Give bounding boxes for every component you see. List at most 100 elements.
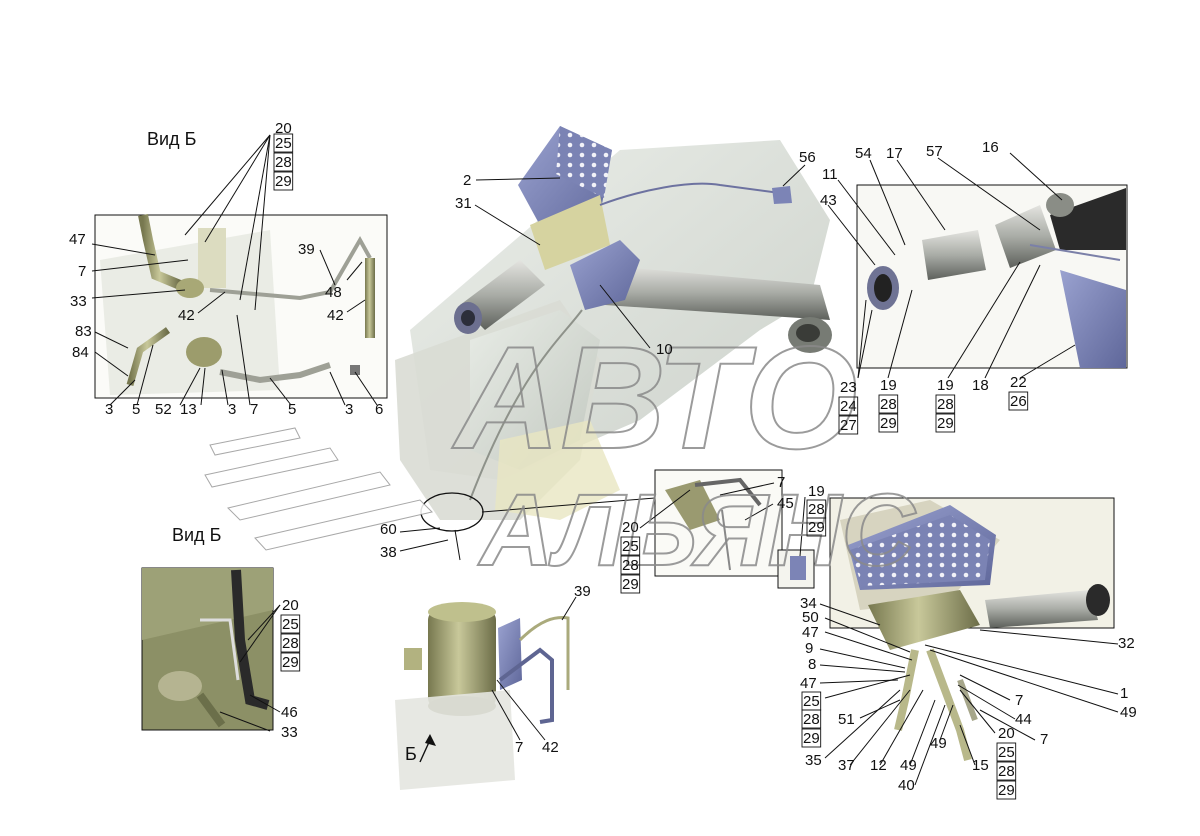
- callout-box-c2: [273, 133, 294, 153]
- view-marker-b: Б: [405, 744, 417, 764]
- callout-c83: 49: [1120, 704, 1137, 721]
- callout-c57: 45: [777, 495, 794, 512]
- callout-c41: 29: [937, 415, 954, 432]
- callout-c48: 29: [282, 654, 299, 671]
- adapter-sleeve: [995, 205, 1056, 268]
- callout-c21: 3: [345, 401, 353, 418]
- callout-c53: 39: [574, 583, 591, 600]
- detail-bracket: [654, 469, 815, 589]
- callout-box-c60: [620, 555, 641, 575]
- flex-pipe: [922, 230, 986, 280]
- callout-c77: 12: [870, 757, 887, 774]
- callout-c17: 13: [180, 401, 197, 418]
- view-label-bottom: Вид Б: [172, 525, 221, 545]
- callout-c76: 37: [838, 757, 855, 774]
- fuel-tank: [428, 610, 496, 708]
- fuel-tank-assembly: [395, 602, 570, 790]
- callout-c72: 28: [803, 711, 820, 728]
- callout-c56: 7: [777, 474, 785, 491]
- callout-c73: 29: [803, 730, 820, 747]
- callout-c49: 46: [281, 704, 298, 721]
- callout-c80: 49: [930, 735, 947, 752]
- callout-c64: 29: [808, 519, 825, 536]
- callout-c79: 40: [898, 777, 915, 794]
- filter-bottom: [158, 671, 202, 701]
- callout-box-c90: [996, 780, 1017, 800]
- callout-c20: 5: [288, 401, 296, 418]
- callout-c47: 28: [282, 635, 299, 652]
- callout-box-c47: [280, 633, 301, 653]
- callout-c39: 19: [937, 377, 954, 394]
- callout-c14: 3: [105, 401, 113, 418]
- callout-c63: 28: [808, 501, 825, 518]
- callout-c22: 6: [375, 401, 383, 418]
- callout-c75: 35: [805, 752, 822, 769]
- callout-c62: 19: [808, 483, 825, 500]
- callout-c60: 28: [622, 557, 639, 574]
- callout-c90: 29: [998, 782, 1015, 799]
- callout-c36: 19: [880, 377, 897, 394]
- main-exhaust-pipe: [600, 265, 830, 320]
- relay-56: [772, 186, 792, 204]
- callout-c8: 48: [325, 284, 342, 301]
- callout-box-c72: [801, 709, 822, 729]
- callout-c85: 44: [1015, 711, 1032, 728]
- callout-c5: 47: [69, 231, 86, 248]
- callout-c2: 25: [275, 135, 292, 152]
- callout-c10: 33: [70, 293, 87, 310]
- callout-c32: 43: [820, 192, 837, 209]
- callout-c86: 20: [998, 725, 1015, 742]
- callout-box-c48: [280, 652, 301, 672]
- view-b-bottom-leaders: [219, 604, 281, 732]
- view-b-top: [94, 214, 388, 399]
- callout-c44: 26: [1010, 393, 1027, 410]
- callout-c46: 25: [282, 616, 299, 633]
- callout-c50: 33: [281, 724, 298, 741]
- watermark-line-2: АЛЬЯНС: [477, 473, 916, 587]
- callout-c16: 52: [155, 401, 172, 418]
- view-b-top-leaders: [91, 134, 378, 406]
- callout-c65: 34: [800, 595, 817, 612]
- callout-c1: 20: [275, 120, 292, 137]
- detail-bracket-leaders: [639, 482, 806, 557]
- callout-c70: 47: [800, 675, 817, 692]
- callout-c61: 29: [622, 576, 639, 593]
- callout-c55: 42: [542, 739, 559, 756]
- muffler-bracket: [570, 240, 640, 310]
- callout-c40: 28: [937, 396, 954, 413]
- callout-c3: 28: [275, 154, 292, 171]
- callout-c71: 25: [803, 693, 820, 710]
- callout-c67: 47: [802, 624, 819, 641]
- callout-box-c41: [935, 413, 956, 433]
- callout-box-c38: [878, 413, 899, 433]
- callout-c88: 25: [998, 744, 1015, 761]
- callout-c18: 3: [228, 401, 236, 418]
- callout-c12: 83: [75, 323, 92, 340]
- callout-c43: 22: [1010, 374, 1027, 391]
- detail-top-right: [856, 184, 1128, 369]
- callout-c78: 49: [900, 757, 917, 774]
- callout-box-c89: [996, 761, 1017, 781]
- callout-c30: 16: [982, 139, 999, 156]
- callout-c33: 23: [840, 379, 857, 396]
- detail-bottom-right-leaders: [819, 603, 1119, 786]
- view-b-bottom: [141, 567, 274, 731]
- callout-box-c40: [935, 394, 956, 414]
- callout-box-c46: [280, 614, 301, 634]
- callout-box-c88: [996, 742, 1017, 762]
- callout-c74: 51: [838, 711, 855, 728]
- heater-body: [530, 195, 610, 270]
- callout-c6: 7: [78, 263, 86, 280]
- central-leaders: [399, 164, 806, 763]
- watermark-line-1: АВТО: [452, 316, 858, 479]
- callout-c26: 56: [799, 149, 816, 166]
- filter-small: [176, 278, 204, 298]
- callout-box-c73: [801, 728, 822, 748]
- pipe-bottom: [985, 590, 1098, 628]
- detail-bottom-right: [829, 497, 1115, 762]
- callout-box-c61: [620, 574, 641, 594]
- callout-c15: 5: [132, 401, 140, 418]
- detail-top-right-leaders: [827, 152, 1076, 379]
- callout-c69: 8: [808, 656, 816, 673]
